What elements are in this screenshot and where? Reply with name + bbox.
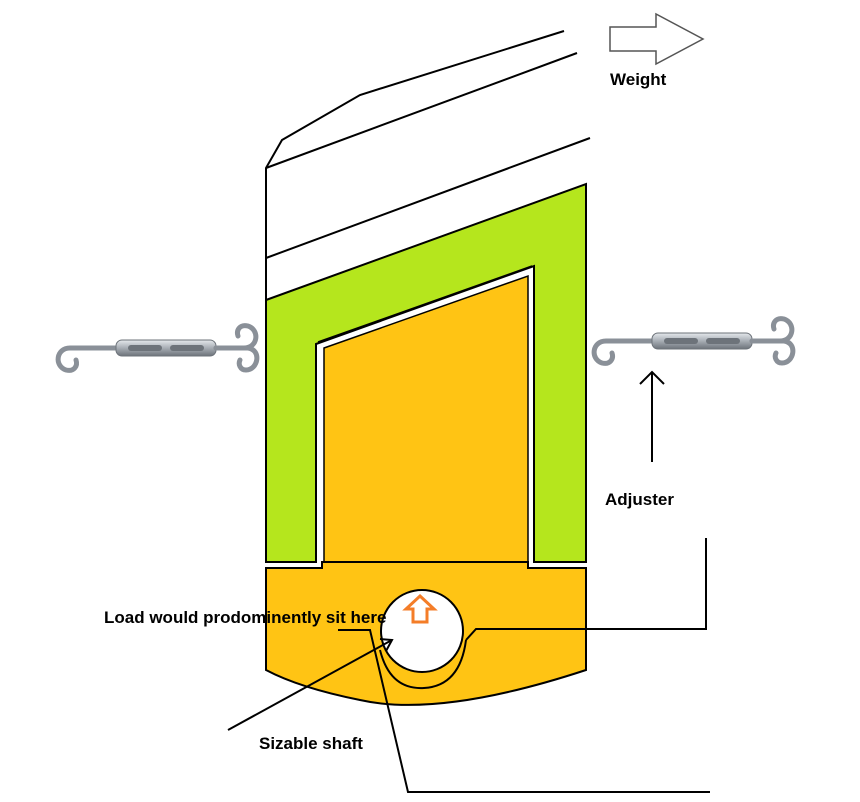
adjuster-label: Adjuster [605,490,674,509]
adjuster-leader [465,538,707,641]
load-leader [338,629,710,793]
weight-label: Weight [610,70,667,89]
arrow-up-icon [639,370,665,462]
load-note-label: Load would prodominently sit here [104,608,386,627]
arrow-right-outline-icon [609,12,705,66]
green-band [265,182,587,563]
shaft-groove [379,639,467,690]
shaft-hole [380,589,464,673]
shaft-pointer [227,638,394,731]
turnbuckle-icon [594,319,793,364]
shaft-label: Sizable shaft [259,734,363,753]
arrow-up-outline-icon [402,593,438,624]
turnbuckle-icon [58,326,257,371]
